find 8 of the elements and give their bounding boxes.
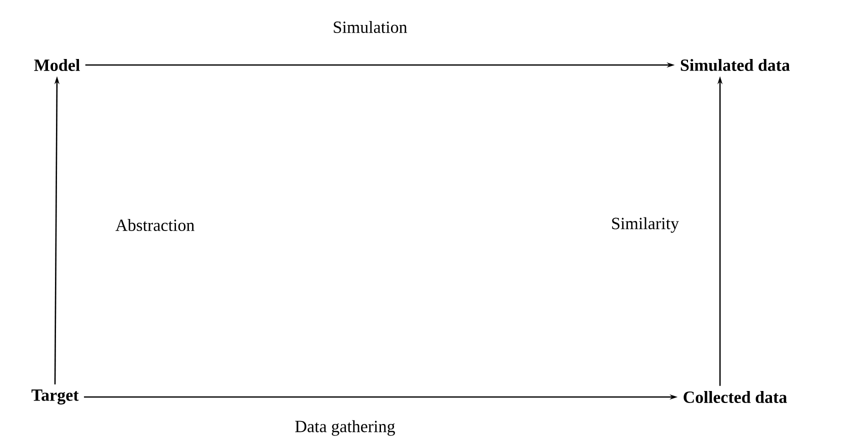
edge-label: Simulation — [332, 20, 408, 34]
edge-label: Abstraction — [114, 218, 196, 232]
edge-label: Similarity — [610, 216, 680, 234]
node-label: Target — [32, 390, 79, 404]
node-label: Simulated data — [680, 59, 790, 71]
edge-label: Data gathering — [294, 419, 396, 437]
node-label: Collected data — [684, 391, 787, 403]
node-label: Model — [34, 59, 80, 71]
